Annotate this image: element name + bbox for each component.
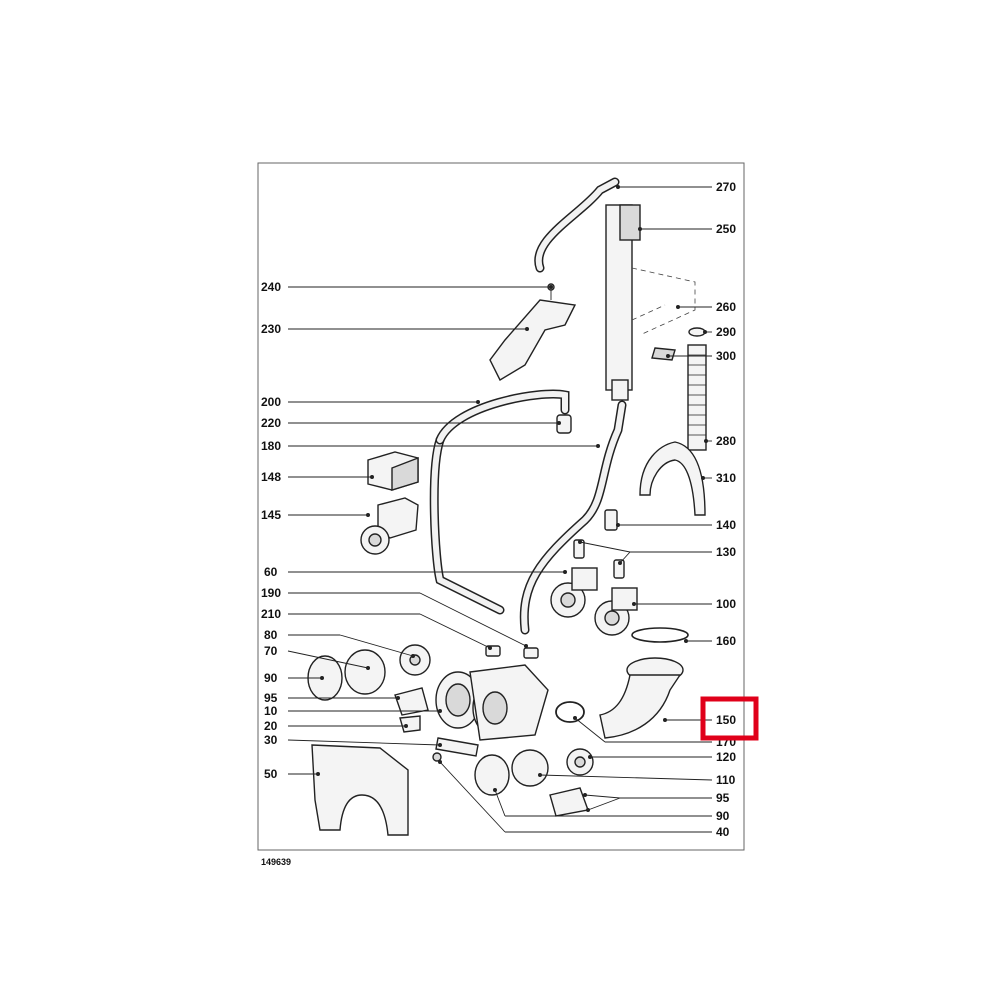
callout-230: 230 xyxy=(261,322,281,336)
callout-90-lower: 90 xyxy=(716,809,730,823)
callout-80: 80 xyxy=(264,628,278,642)
callout-110: 110 xyxy=(716,773,736,787)
callout-50: 50 xyxy=(264,767,278,781)
diagram-frame xyxy=(257,162,745,851)
callout-130: 130 xyxy=(716,545,736,559)
callout-10: 10 xyxy=(264,704,278,718)
callout-95-lower: 95 xyxy=(716,791,730,805)
callout-100: 100 xyxy=(716,597,736,611)
callout-190: 190 xyxy=(261,586,281,600)
callout-300: 300 xyxy=(716,349,736,363)
callout-290: 290 xyxy=(716,325,736,339)
callout-145: 145 xyxy=(261,508,281,522)
callout-140: 140 xyxy=(716,518,736,532)
callout-150: 150 xyxy=(716,713,736,727)
callout-200: 200 xyxy=(261,395,281,409)
callout-270: 270 xyxy=(716,180,736,194)
callout-60: 60 xyxy=(264,565,278,579)
callout-20: 20 xyxy=(264,719,278,733)
callout-30: 30 xyxy=(264,733,278,747)
callout-180: 180 xyxy=(261,439,281,453)
highlight-box xyxy=(700,696,759,741)
callout-120: 120 xyxy=(716,750,736,764)
document-number: 149639 xyxy=(261,857,291,867)
callout-240: 240 xyxy=(261,280,281,294)
callout-148: 148 xyxy=(261,470,281,484)
callout-90-upper: 90 xyxy=(264,671,278,685)
callout-210: 210 xyxy=(261,607,281,621)
callout-labels: 270 250 260 290 300 280 310 140 130 100 … xyxy=(261,180,736,839)
callout-220: 220 xyxy=(261,416,281,430)
callout-160: 160 xyxy=(716,634,736,648)
callout-70: 70 xyxy=(264,644,278,658)
part-drawings xyxy=(307,177,707,836)
callout-40: 40 xyxy=(716,825,730,839)
callout-280: 280 xyxy=(716,434,736,448)
callout-310: 310 xyxy=(716,471,736,485)
leader-lines xyxy=(287,185,713,833)
callout-250: 250 xyxy=(716,222,736,236)
callout-95-upper: 95 xyxy=(264,691,278,705)
callout-260: 260 xyxy=(716,300,736,314)
